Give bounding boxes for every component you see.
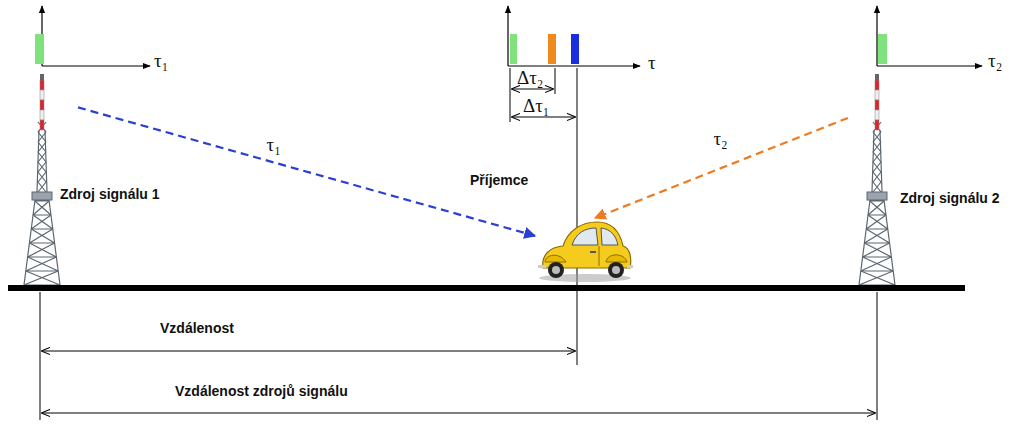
- node-label: Zdroj signálu 1: [60, 186, 160, 202]
- node-label: Zdroj signálu 2: [900, 190, 1000, 206]
- node-label: Příjemce: [470, 172, 528, 188]
- tower-symbol: [859, 74, 895, 285]
- dimension-label: Vzdálenost zdrojů signálu: [175, 383, 348, 399]
- tower-group: [24, 74, 895, 285]
- dimension-arrow: [42, 351, 875, 413]
- signal-path: [595, 118, 848, 218]
- edge-label: τ₁: [267, 134, 281, 156]
- signal-source-tower: Zdroj signálu 1: [8, 78, 78, 288]
- timing-plot: [42, 6, 982, 66]
- reference-line: [40, 68, 877, 420]
- ground: [8, 285, 965, 291]
- signal-source-tower: Zdroj signálu 2: [848, 78, 910, 288]
- signal-label: τ₁: [154, 50, 168, 72]
- delta-bracket: [510, 68, 575, 122]
- signal-label: τ₂: [988, 50, 1002, 72]
- signal-path: [78, 107, 535, 235]
- edge-label: τ₂: [713, 128, 727, 150]
- car-illustration: [538, 222, 633, 282]
- signal-label: Δτ₂: [517, 67, 543, 89]
- dimension-label: Vzdálenost: [160, 320, 234, 336]
- tower-symbol: [24, 74, 60, 285]
- signal-label: τ: [648, 52, 656, 74]
- receiver-car: Příjemce: [535, 218, 630, 284]
- signal-label: Δτ₁: [523, 95, 549, 117]
